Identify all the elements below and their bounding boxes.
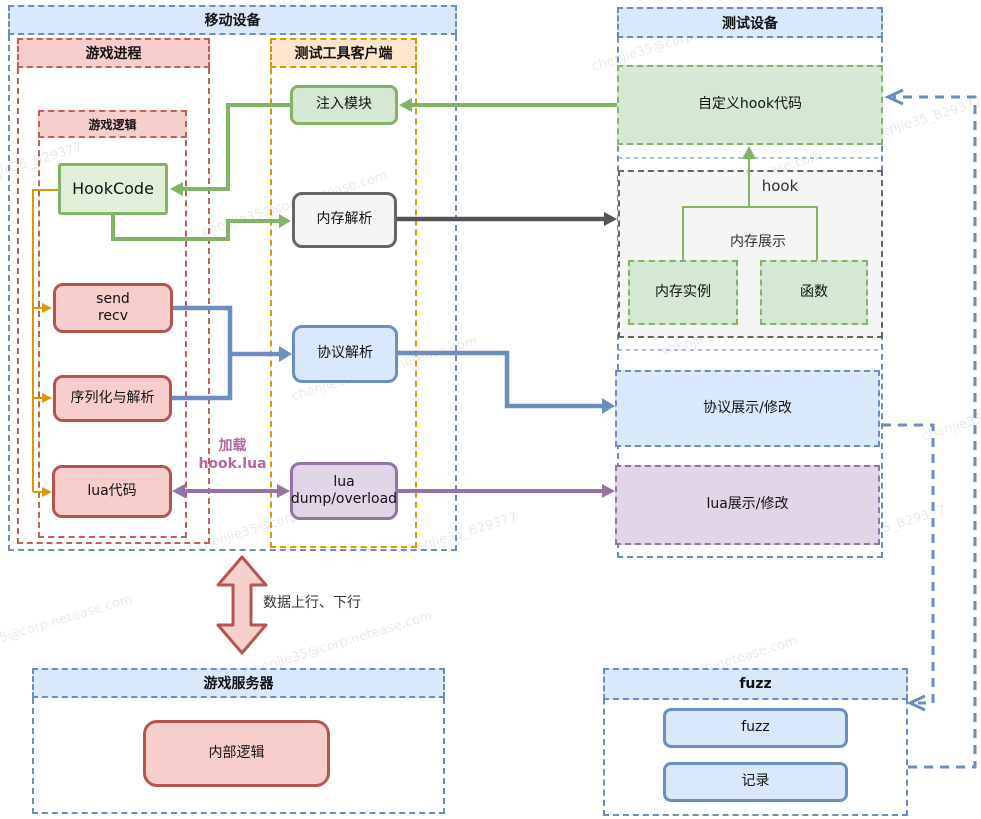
test-tool-client-title: 测试工具客户端 [270, 38, 417, 68]
node-hookcode: HookCode [58, 163, 168, 215]
node-inject-module: 注入模块 [290, 85, 398, 125]
fuzz-title: fuzz [603, 668, 908, 700]
mobile-device-title: 移动设备 [8, 5, 457, 35]
node-fuzz: fuzz [663, 708, 848, 748]
test-device-title: 测试设备 [617, 7, 883, 38]
memory-display-label: 内存展示 [730, 234, 786, 250]
game-server-title: 游戏服务器 [32, 668, 445, 698]
watermark: chenjie35@corp.netease.com [0, 591, 135, 663]
node-memory-parse: 内存解析 [292, 192, 397, 248]
node-protocol-parse: 协议解析 [292, 325, 398, 383]
data-flow-label: 数据上行、下行 [263, 595, 361, 611]
node-internal-logic: 内部逻辑 [143, 720, 330, 787]
node-custom-hook-code: 自定义hook代码 [617, 65, 883, 145]
node-serialize-parse: 序列化与解析 [53, 375, 172, 422]
load-hook-lua-label: 加载 hook.lua [198, 438, 267, 473]
updown-double-arrow [216, 555, 268, 655]
node-record: 记录 [663, 762, 848, 802]
node-send-recv: send recv [53, 283, 173, 333]
node-lua-dump-overload: lua dump/overload [290, 462, 398, 520]
node-lua-display: lua展示/修改 [615, 465, 880, 545]
node-function: 函数 [760, 260, 868, 325]
dashed-fuzz-to-customhook [884, 88, 977, 769]
hook-label: hook [761, 177, 799, 195]
node-memory-instance: 内存实例 [628, 260, 738, 325]
game-logic-title: 游戏逻辑 [38, 110, 187, 138]
node-protocol-display: 协议展示/修改 [615, 370, 880, 447]
watermark: chenjie35_B29377 [920, 394, 981, 445]
game-process-title: 游戏进程 [17, 38, 210, 68]
node-lua-code: lua代码 [52, 465, 172, 518]
